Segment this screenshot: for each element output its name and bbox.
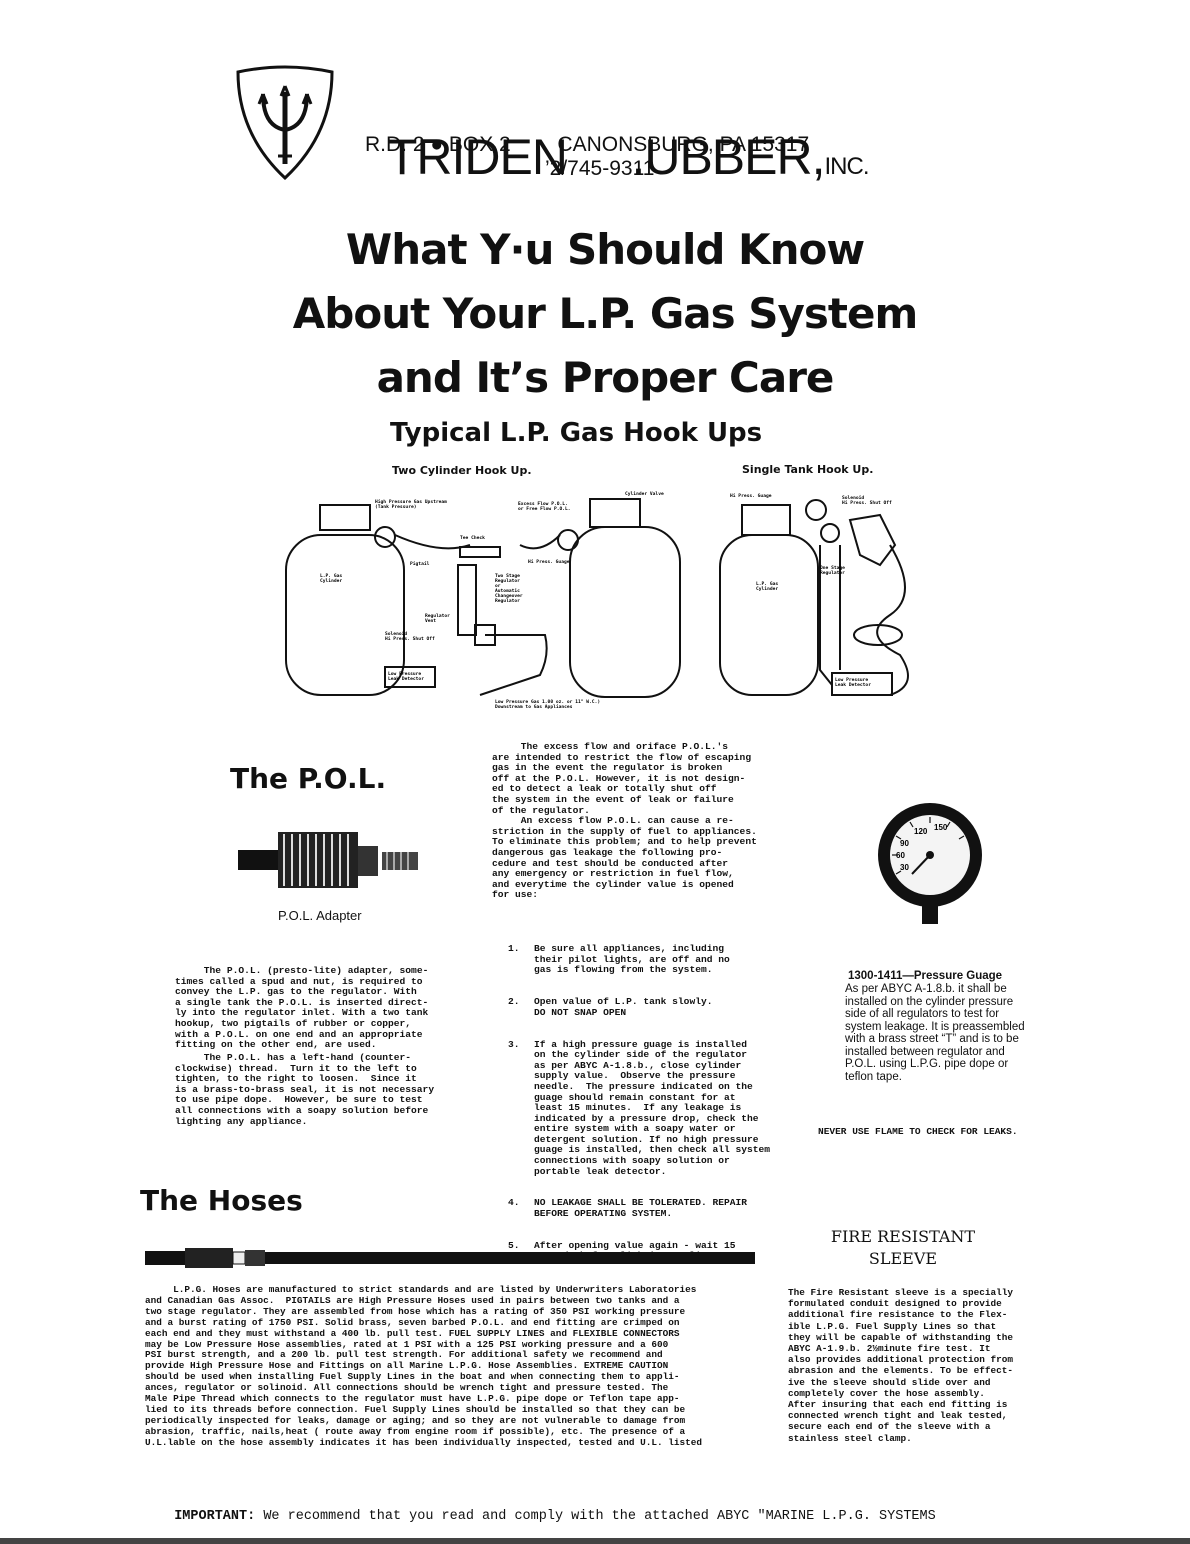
label-excess-flow: Excess Flow P.O.L.or Free Flow P.O.L.	[518, 501, 571, 512]
sleeve-body: The Fire Resistant sleeve is a specially…	[788, 1287, 1014, 1444]
gauge-description: As per ABYC A-1.8.b. it shall be install…	[845, 983, 1025, 1083]
diagram-heading: Typical L.P. Gas Hook Ups	[390, 418, 763, 448]
company-address: R.D. 2 ● BOX 2 CANONSBURG, PA 15317	[365, 133, 810, 156]
label-cylinder-valve: Cylinder Valve	[625, 491, 664, 497]
title-line-3: and It’s Proper Care	[376, 353, 835, 402]
flame-warning: NEVER USE FLAME TO CHECK FOR LEAKS.	[818, 1126, 1018, 1137]
hoses-body: L.P.G. Hoses are manufactured to strict …	[145, 1284, 702, 1448]
company-suffix: INC.	[824, 153, 870, 180]
sleeve-heading-line-1: FIRE RESISTANT	[830, 1227, 976, 1246]
procedure-step: 4. NO LEAKAGE SHALL BE TOLERATED. REPAIR …	[508, 1198, 798, 1219]
company-phone: ’2/745-9311	[545, 157, 655, 180]
gauge-part-label: 1300-1411—Pressure Guage	[848, 970, 1003, 982]
title-line-2: About Your L.P. Gas System	[292, 289, 918, 338]
pol-adapter-image	[232, 826, 422, 894]
important-text: We recommend that you read and comply wi…	[255, 1509, 936, 1524]
bottom-edge	[0, 1538, 1190, 1544]
label-single-hi-press-gauge: Hi Press. Guage	[730, 493, 772, 499]
hookup-diagram-svg: High Pressure Gas Upstream(Tank Pressure…	[285, 491, 909, 710]
step-number: 5.	[508, 1239, 520, 1251]
company-name: TRIDEN .UBBER,INC.	[362, 70, 870, 186]
diagram-labels: High Pressure Gas Upstream(Tank Pressure…	[320, 491, 892, 710]
trident-logo	[230, 64, 340, 184]
two-cylinder-caption: Two Cylinder Hook Up.	[392, 464, 532, 477]
pol-paragraph-1: The P.O.L. (presto-lite) adapter, some- …	[175, 965, 429, 1051]
procedure-steps: 1. Be sure all appliances, including thei…	[508, 923, 798, 1273]
procedure-step: 3. If a high pressure guage is installed …	[508, 1038, 798, 1178]
label-tee-check: Tee Check	[460, 535, 485, 541]
dial-30: 30	[900, 863, 909, 872]
procedure-step: 1. Be sure all appliances, including thei…	[508, 943, 798, 976]
label-hp-upstream: High Pressure Gas Upstream(Tank Pressure…	[375, 499, 447, 510]
sleeve-heading: FIRE RESISTANT SLEEVE	[822, 1226, 984, 1270]
step-number: 2.	[508, 996, 520, 1008]
hose-image	[145, 1246, 755, 1270]
important-note: IMPORTANT: We recommend that you read an…	[158, 1494, 936, 1524]
dial-150: 150	[934, 823, 948, 832]
step-text: If a high pressure guage is installed on…	[534, 1038, 771, 1177]
procedure-step: 2. Open value of L.P. tank slowly. DO NOT…	[508, 996, 798, 1018]
pressure-gauge-image: 120 150 90 60 30	[870, 800, 990, 925]
step-text: Be sure all appliances, including their …	[534, 943, 730, 976]
step-number: 4.	[508, 1197, 520, 1209]
sleeve-heading-line-2: SLEEVE	[868, 1249, 938, 1268]
label-low-pressure-gas: Low Pressure Gas 1.00 oz. or 11" W.C.)Do…	[495, 699, 600, 710]
hookup-diagram: High Pressure Gas Upstream(Tank Pressure…	[280, 485, 940, 720]
step-text: NO LEAKAGE SHALL BE TOLERATED. REPAIR BE…	[534, 1197, 748, 1220]
step-number: 1.	[508, 943, 520, 955]
label-hi-press-gauge: Hi Press. Guage	[528, 559, 570, 565]
pol-heading: The P.O.L.	[230, 762, 387, 795]
pol-image-caption: P.O.L. Adapter	[278, 908, 362, 923]
important-label: IMPORTANT:	[174, 1509, 256, 1524]
page-title: What Y·u Should Know About Your L.P. Gas…	[200, 218, 1010, 410]
dial-120: 120	[914, 827, 928, 836]
step-number: 3.	[508, 1038, 520, 1050]
pol-paragraph-2: The P.O.L. has a left-hand (counter- clo…	[175, 1052, 435, 1127]
step-text: Open value of L.P. tank slowly. DO NOT S…	[534, 996, 713, 1018]
dial-90: 90	[900, 839, 909, 848]
hoses-heading: The Hoses	[140, 1184, 303, 1217]
title-line-1: What Y·u Should Know	[345, 225, 865, 274]
label-pigtail: Pigtail	[410, 561, 430, 567]
excess-flow-intro: The excess flow and oriface P.O.L.'s are…	[492, 741, 757, 901]
single-tank-caption: Single Tank Hook Up.	[742, 463, 874, 476]
company-name-text: TRIDEN .UBBER,	[386, 129, 826, 185]
dial-60: 60	[896, 851, 905, 860]
